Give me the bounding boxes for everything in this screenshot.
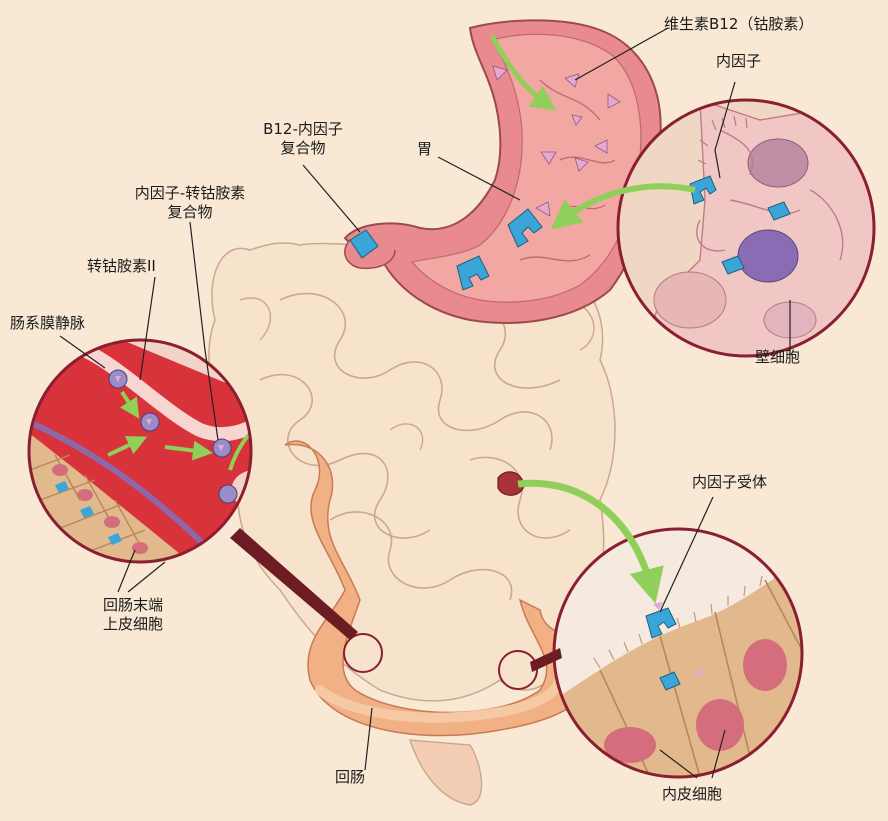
leader-lines xyxy=(59,27,791,779)
label-mesenteric-vein: 肠系膜静脉 xyxy=(10,314,86,332)
stomach xyxy=(343,19,662,324)
mesenteric-vein-zoom xyxy=(27,338,253,564)
label-ileal-epithelium-line2: 上皮细胞 xyxy=(102,615,163,633)
label-b12-if-complex-line2: 复合物 xyxy=(280,139,326,157)
label-ileum: 回肠 xyxy=(335,768,366,786)
parietal-cell-zoom xyxy=(616,98,876,358)
label-vitamin-b12: 维生素B12（钴胺素） xyxy=(664,15,814,33)
label-if-tc-complex-line1: 内因子-转钴胺素 xyxy=(134,184,246,202)
if-secretion-arrow xyxy=(550,183,696,230)
intrinsic-factor-blocks xyxy=(349,208,543,291)
label-ileal-epithelium-line1: 回肠末端 xyxy=(102,596,163,614)
label-b12-if-complex: B12-内因子 复合物 xyxy=(258,120,348,158)
b12-entry-arrow xyxy=(489,34,557,111)
if-transport-arrow xyxy=(517,479,664,604)
ileum-loop xyxy=(284,440,593,806)
label-ileal-epithelium: 回肠末端 上皮细胞 xyxy=(88,596,178,634)
label-stomach: 胃 xyxy=(417,140,433,158)
label-b12-if-complex-line1: B12-内因子 xyxy=(263,120,343,138)
label-if-tc-complex: 内因子-转钴胺素 复合物 xyxy=(115,184,265,222)
if-receptor-zoom xyxy=(552,527,804,779)
label-transcobalamin-ii: 转钴胺素II xyxy=(87,257,156,275)
label-parietal-cell: 壁细胞 xyxy=(755,348,801,366)
label-endothelial-cell: 内皮细胞 xyxy=(662,785,723,803)
label-if-tc-complex-line2: 复合物 xyxy=(167,203,213,221)
vein-zoom-connector xyxy=(230,528,358,640)
label-if-receptor: 内因子受体 xyxy=(692,473,768,491)
b12-molecules xyxy=(492,65,621,217)
receptor-zoom-connector xyxy=(530,648,562,672)
label-intrinsic-factor: 内因子 xyxy=(716,52,762,70)
